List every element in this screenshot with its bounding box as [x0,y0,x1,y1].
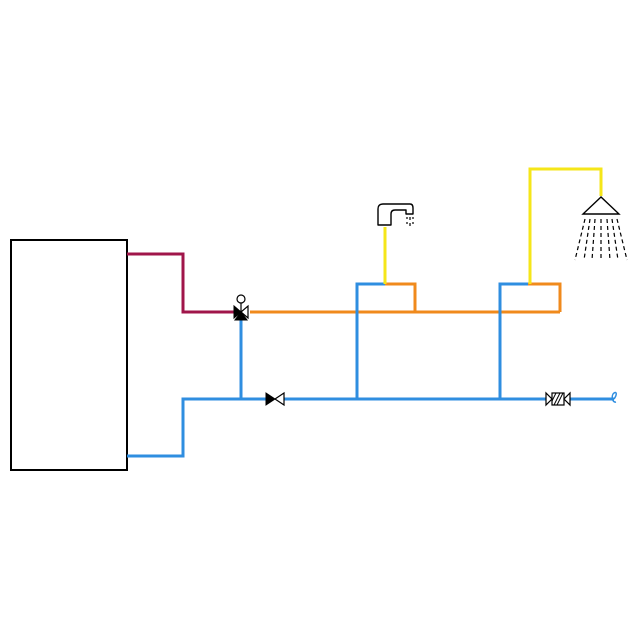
check-valve-icon [265,391,285,407]
shower-icon [574,196,628,261]
hot-supply-pipe [127,252,234,314]
basin-loop-pipe [385,282,417,312]
shower-loop-pipe [528,282,562,312]
strainer-icon [545,391,571,407]
cold-tank-feed-pipe [127,397,266,458]
pipe-break-mark [611,391,617,403]
cold-to-basin-pipe [355,282,385,399]
shower-feed-pipe [528,167,603,284]
cold-to-shower-pipe [498,282,528,399]
storage-tank [10,239,128,471]
mixing-valve-icon [233,294,249,321]
tap-icon [377,203,414,226]
